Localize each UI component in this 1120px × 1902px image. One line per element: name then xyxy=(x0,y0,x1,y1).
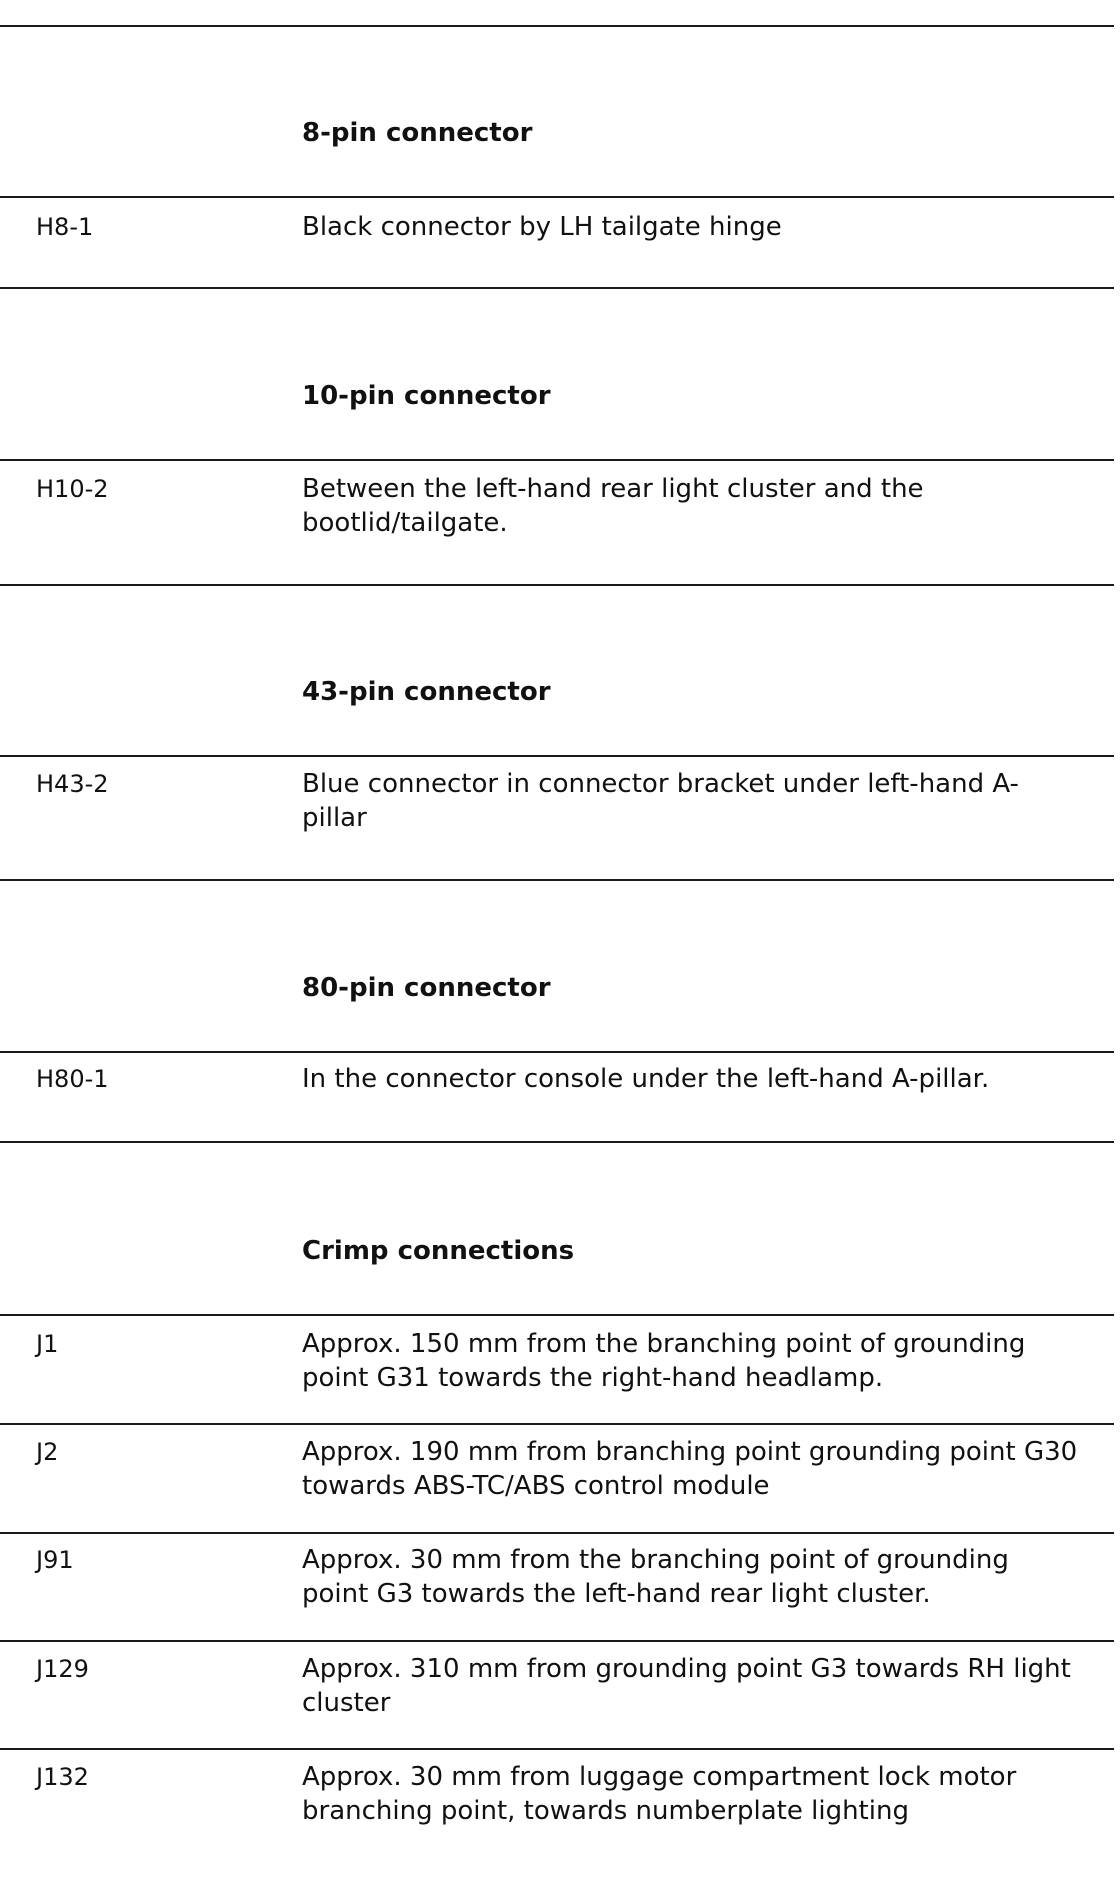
connector-description: Black connector by LH tailgate hinge xyxy=(302,212,782,242)
row-divider xyxy=(0,1423,1114,1425)
row-divider xyxy=(0,1051,1114,1053)
connector-code: H8-1 xyxy=(36,213,94,241)
section-divider xyxy=(0,25,1114,27)
connector-description: Blue connector in connector bracket unde… xyxy=(302,769,1019,833)
section-heading-43-pin: 43-pin connector xyxy=(302,677,551,707)
section-divider xyxy=(0,584,1114,586)
section-heading-10-pin: 10-pin connector xyxy=(302,381,551,411)
connector-code: H10-2 xyxy=(36,475,109,503)
row-divider xyxy=(0,196,1114,198)
row-divider xyxy=(0,1314,1114,1316)
row-divider xyxy=(0,459,1114,461)
connector-description: In the connector console under the left-… xyxy=(302,1064,990,1094)
connector-description: Between the left-hand rear light cluster… xyxy=(302,474,924,538)
row-divider xyxy=(0,1748,1114,1750)
section-heading-8-pin: 8-pin connector xyxy=(302,118,533,148)
connector-code: J132 xyxy=(36,1763,89,1791)
row-divider xyxy=(0,755,1114,757)
connector-description: Approx. 150 mm from the branching point … xyxy=(302,1329,1026,1393)
connector-code: H43-2 xyxy=(36,770,109,798)
section-heading-crimp-connections: Crimp connections xyxy=(302,1236,575,1266)
connector-code: J129 xyxy=(36,1655,89,1683)
section-divider xyxy=(0,287,1114,289)
connector-description: Approx. 190 mm from branching point grou… xyxy=(302,1437,1078,1501)
connector-code: J91 xyxy=(36,1546,74,1574)
section-divider xyxy=(0,879,1114,881)
connector-description: Approx. 30 mm from luggage compartment l… xyxy=(302,1762,1017,1826)
connector-description: Approx. 30 mm from the branching point o… xyxy=(302,1545,1009,1609)
section-divider xyxy=(0,1141,1114,1143)
section-heading-80-pin: 80-pin connector xyxy=(302,973,551,1003)
connector-code: J1 xyxy=(36,1330,59,1358)
connector-description: Approx. 310 mm from grounding point G3 t… xyxy=(302,1654,1071,1718)
connector-code: H80-1 xyxy=(36,1065,109,1093)
row-divider xyxy=(0,1640,1114,1642)
row-divider xyxy=(0,1532,1114,1534)
connector-code: J2 xyxy=(36,1438,59,1466)
